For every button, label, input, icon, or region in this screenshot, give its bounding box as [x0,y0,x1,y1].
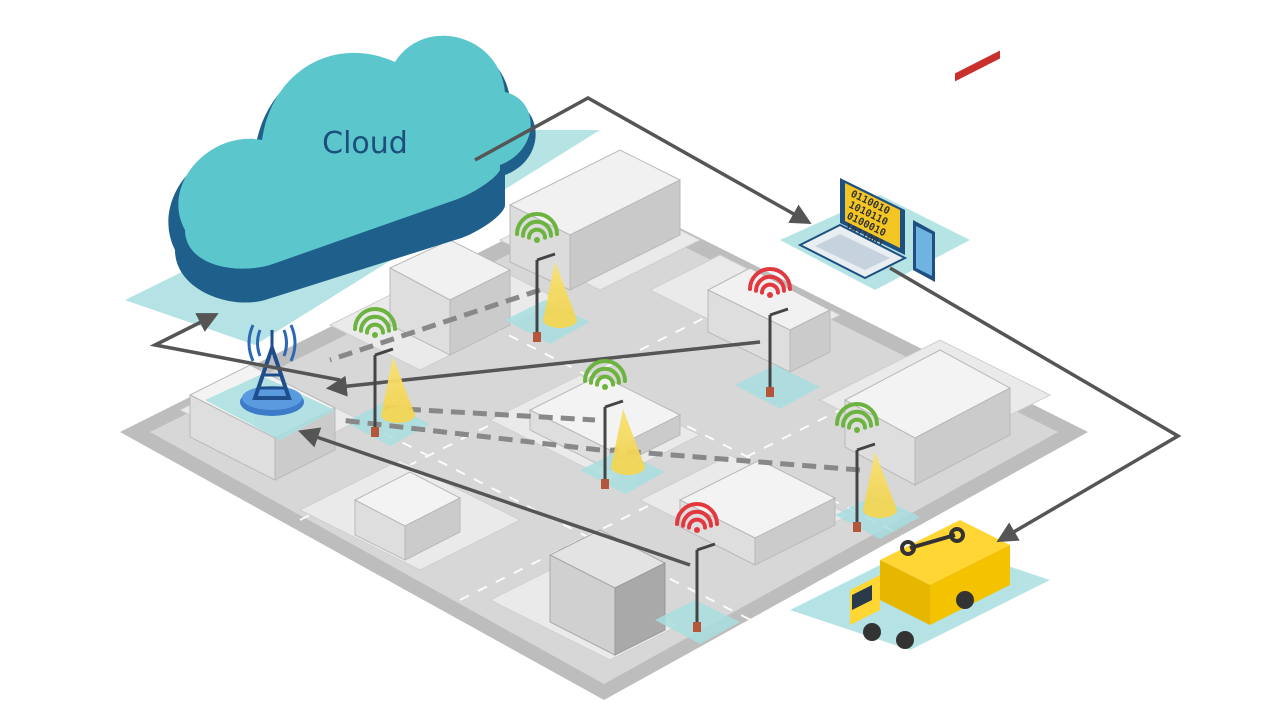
light-base [533,332,541,342]
building-south-center [678,459,837,566]
light-pool [381,407,415,423]
wifi-ok-icon [583,359,627,390]
streetlight-light-south [675,502,719,632]
wifi-ok-icon [515,212,559,243]
building-southwest [353,471,462,561]
wrench-icon [900,527,965,556]
pad-light-west [345,402,430,446]
light-arm [604,399,624,409]
light-pool [611,459,645,475]
streetlight-light-west [353,307,415,437]
data-flow-arrows [149,95,1182,567]
light-arm [769,307,789,317]
light-base [853,522,861,532]
streetlights [353,212,897,632]
wifi-ok-icon [353,307,397,338]
light-beam [611,409,645,467]
light-beam [543,262,577,320]
streetlight-light-north-2 [748,267,792,397]
light-base [766,387,774,397]
light-pool [543,312,577,328]
maintenance-van-icon [850,50,1010,649]
arrow-cloud-to-laptop [474,95,812,225]
mesh-links [329,287,861,473]
light-arm [374,347,394,357]
light-arm [856,442,876,452]
cloud-label: Cloud [322,126,408,161]
light-beam [381,357,415,415]
wifi-ok-icon [835,402,879,433]
building-south-tall [548,529,667,656]
streetlight-light-center [583,359,645,489]
cloud-icon: Cloud [168,35,536,303]
wifi-fault-icon [748,267,792,298]
light-base [601,479,609,489]
wifi-fault-icon [675,502,719,533]
pad-light-north-2 [735,365,820,409]
phone-icon [913,220,935,282]
light-pool [863,502,897,518]
arrow-fault-south-to-tower [298,427,691,567]
streetlight-light-east [835,402,897,532]
arrow-laptop-to-van [889,266,1182,543]
light-base [371,427,379,437]
light-base [693,622,701,632]
arrow-tower-to-cloud [149,313,341,382]
light-arm [696,542,716,552]
light-arm [536,252,556,262]
building-office-northwest [388,239,512,356]
cell-tower-icon [240,324,304,416]
light-beam [863,452,897,510]
streetlight-light-north-1 [515,212,577,342]
laptop-icon: 0110010 1010110 0100010 1011001 [797,178,908,280]
